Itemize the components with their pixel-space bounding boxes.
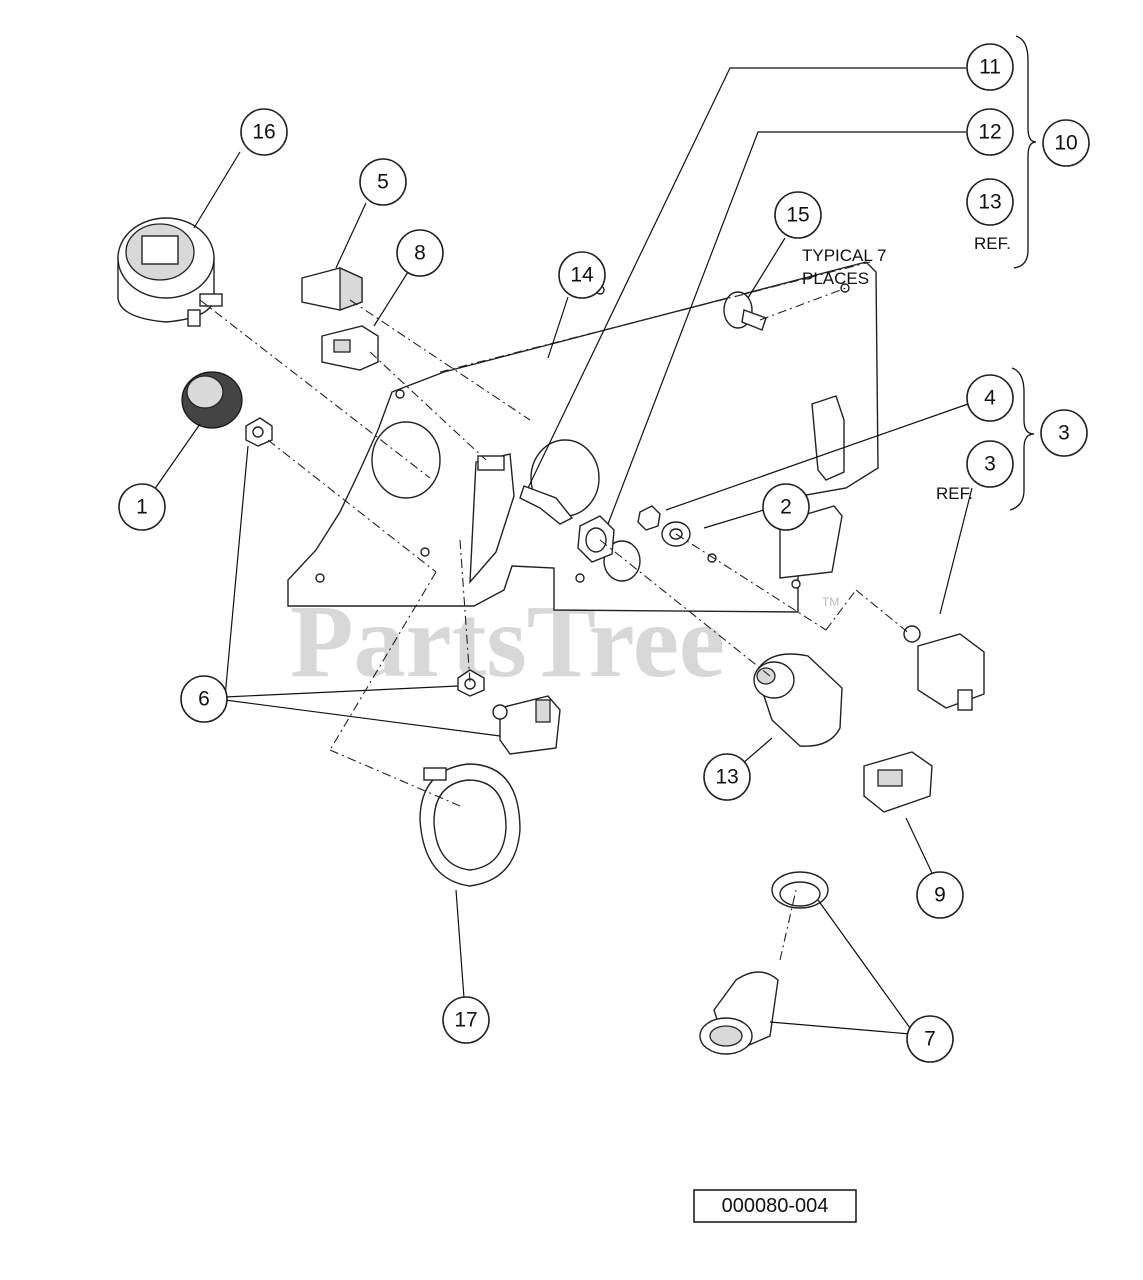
switch-3 (903, 625, 985, 711)
knob (181, 371, 243, 429)
callout-3[interactable]: 3 (1040, 409, 1088, 457)
relay (301, 266, 363, 311)
svg-text:8: 8 (414, 242, 426, 265)
svg-text:15: 15 (786, 204, 809, 227)
nut-lower (457, 669, 485, 697)
svg-text:17: 17 (454, 1009, 477, 1032)
svg-text:3: 3 (1058, 422, 1070, 445)
svg-text:2: 2 (780, 496, 792, 519)
callout-14[interactable]: 14 (558, 251, 606, 299)
svg-text:11: 11 (979, 56, 1001, 79)
brace-10 (1013, 35, 1037, 269)
note-typical-line1: TYPICAL 7 (802, 246, 886, 265)
nut-upper (245, 417, 273, 447)
watermark-tm: TM (822, 595, 839, 609)
drawing-number: 000080-004 (722, 1195, 829, 1217)
indicator-light (492, 695, 561, 755)
callout-9[interactable]: 9 (916, 871, 964, 919)
svg-text:12: 12 (978, 121, 1001, 144)
callout-7[interactable]: 7 (906, 1015, 954, 1063)
connector (863, 751, 933, 813)
callout-12[interactable]: 12 (966, 108, 1014, 156)
hex-nut (577, 515, 615, 563)
hour-meter (117, 217, 223, 327)
callout-13[interactable]: 13 (703, 753, 751, 801)
key (519, 485, 574, 525)
centerlines (199, 261, 911, 961)
svg-text:9: 9 (934, 884, 946, 907)
svg-text:14: 14 (570, 264, 594, 287)
note-ref-3: REF. (936, 484, 973, 503)
callout-16[interactable]: 16 (240, 108, 288, 156)
callout-5[interactable]: 5 (359, 158, 407, 206)
svg-text:13: 13 (715, 766, 738, 789)
svg-text:13: 13 (978, 191, 1001, 214)
brace-3 (1009, 367, 1035, 511)
svg-text:5: 5 (377, 171, 389, 194)
push-rivet (723, 291, 767, 331)
light-bracket (419, 763, 521, 887)
callout-6[interactable]: 6 (180, 675, 228, 723)
svg-text:7: 7 (924, 1028, 936, 1051)
callout-17[interactable]: 17 (442, 996, 490, 1044)
svg-text:6: 6 (198, 688, 210, 711)
svg-text:4: 4 (984, 387, 996, 410)
small-nut (637, 505, 661, 531)
callout-2[interactable]: 2 (762, 483, 810, 531)
callout-8[interactable]: 8 (396, 229, 444, 277)
callout-10[interactable]: 10 (1042, 119, 1090, 167)
note-ref-10: REF. (974, 234, 1011, 253)
callout-15[interactable]: 15 (774, 191, 822, 239)
note-typical-line2: PLACES (802, 269, 869, 288)
callout-4[interactable]: 4 (966, 374, 1014, 422)
svg-text:16: 16 (252, 121, 275, 144)
power-outlet (699, 871, 829, 1055)
callout-11[interactable]: 11 (966, 43, 1014, 91)
svg-text:3: 3 (984, 453, 996, 476)
svg-text:1: 1 (136, 496, 148, 519)
drawing-number-box: 000080-004 (693, 1189, 857, 1223)
callout-13-ref[interactable]: 13 (966, 178, 1014, 226)
callout-3-ref[interactable]: 3 (966, 440, 1014, 488)
callout-1[interactable]: 1 (118, 483, 166, 531)
leader-lines (153, 67, 973, 1035)
switch-8 (321, 325, 379, 371)
ignition-switch (753, 653, 843, 747)
svg-text:10: 10 (1054, 132, 1077, 155)
